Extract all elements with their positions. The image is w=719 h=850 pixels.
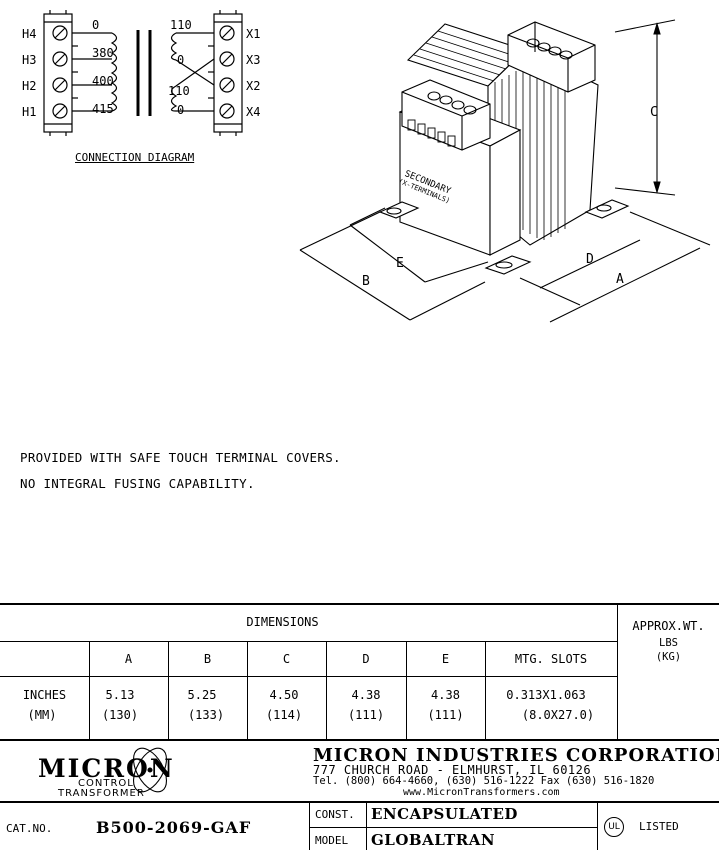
company-address: 777 CHURCH ROAD - ELMHURST, IL 60126	[313, 763, 592, 777]
value-inches-b: 5.25	[187, 688, 217, 702]
connection-diagram-caption: CONNECTION DIAGRAM	[75, 151, 195, 164]
terminal-label-x3: X3	[246, 53, 261, 67]
const-label: CONST.	[315, 808, 355, 821]
column-header-c: C	[282, 652, 291, 666]
primary-tap-label: 415	[92, 102, 114, 116]
value-mm-c: (114)	[265, 708, 303, 722]
terminal-label-h4: H4	[22, 27, 37, 41]
listed-label: LISTED	[639, 820, 679, 833]
value-inches-e: 4.38	[431, 688, 460, 702]
dimension-label-d: D	[586, 252, 594, 267]
value-mm-b: (133)	[187, 708, 225, 722]
terminal-label-x4: X4	[246, 105, 261, 119]
value-inches-mtg-slots: 0.313X1.063	[506, 688, 586, 702]
column-header-b: B	[203, 652, 212, 666]
dimension-label-b: B	[362, 274, 370, 289]
logo-subtitle-2: TRANSFORMER	[58, 788, 145, 799]
cat-no-label: CAT.NO.	[6, 822, 53, 835]
logo-orbit-icon	[132, 747, 168, 793]
column-header-e: E	[441, 652, 450, 666]
logo-wordmark: MICRON	[38, 754, 175, 783]
column-header-mtg-slots: MTG. SLOTS	[514, 652, 588, 666]
primary-tap-label: 400	[92, 74, 114, 88]
dimension-label-e: E	[396, 256, 404, 271]
company-web: www.MicronTransformers.com	[403, 787, 560, 798]
terminal-label-x2: X2	[246, 79, 261, 93]
weight-header-lbs: LBS	[659, 637, 678, 649]
primary-tap-label: 0	[92, 18, 100, 32]
dimension-label-c: C	[650, 105, 658, 120]
terminal-label-x1: X1	[246, 27, 261, 41]
value-inches-d: 4.38	[351, 688, 381, 702]
value-mm-mtg-slots: (8.0X27.0)	[521, 708, 595, 722]
const-value: ENCAPSULATED	[371, 805, 518, 823]
note-terminal-covers: PROVIDED WITH SAFE TOUCH TERMINAL COVERS…	[20, 450, 341, 465]
column-header-d: D	[362, 652, 370, 666]
company-logo: MICRON CONTROL TRANSFORMER	[30, 742, 200, 802]
value-inches-c: 4.50	[269, 688, 299, 702]
value-mm-a: (130)	[101, 708, 139, 722]
dimension-label-a: A	[616, 272, 624, 287]
primary-tap-label: 380	[92, 46, 114, 60]
model-label: MODEL	[315, 834, 349, 847]
dimensions-title: DIMENSIONS	[246, 615, 319, 629]
ul-listed-icon: UL	[604, 817, 624, 837]
terminal-label-h2: H2	[22, 79, 37, 93]
company-name: MICRON INDUSTRIES CORPORATION	[313, 745, 719, 766]
value-mm-d: (111)	[347, 708, 385, 722]
company-phone: Tel. (800) 664-4660, (630) 516-1222 Fax …	[313, 775, 655, 787]
terminal-label-h1: H1	[22, 105, 37, 119]
value-inches-a: 5.13	[105, 688, 135, 702]
weight-header: APPROX.WT.	[632, 619, 705, 633]
weight-header-kg: (KG)	[655, 651, 682, 663]
connection-diagram	[43, 10, 243, 136]
value-mm-e: (111)	[427, 708, 464, 722]
secondary-tap-label: 0	[177, 53, 185, 67]
secondary-tap-label: 0	[177, 103, 185, 117]
column-header-a: A	[124, 652, 133, 666]
note-fusing: NO INTEGRAL FUSING CAPABILITY.	[20, 476, 255, 491]
secondary-tap-label: 110	[170, 18, 192, 32]
transformer-isometric-view	[299, 19, 711, 323]
secondary-tap-label: 110	[168, 84, 190, 98]
model-value: GLOBALTRAN	[371, 831, 496, 849]
logo-subtitle-1: CONTROL	[78, 778, 134, 789]
row-label-inches: INCHES	[22, 688, 67, 702]
row-label-mm: (MM)	[27, 708, 57, 722]
cat-no-value: B500-2069-GAF	[96, 818, 252, 837]
terminal-label-h3: H3	[22, 53, 37, 67]
